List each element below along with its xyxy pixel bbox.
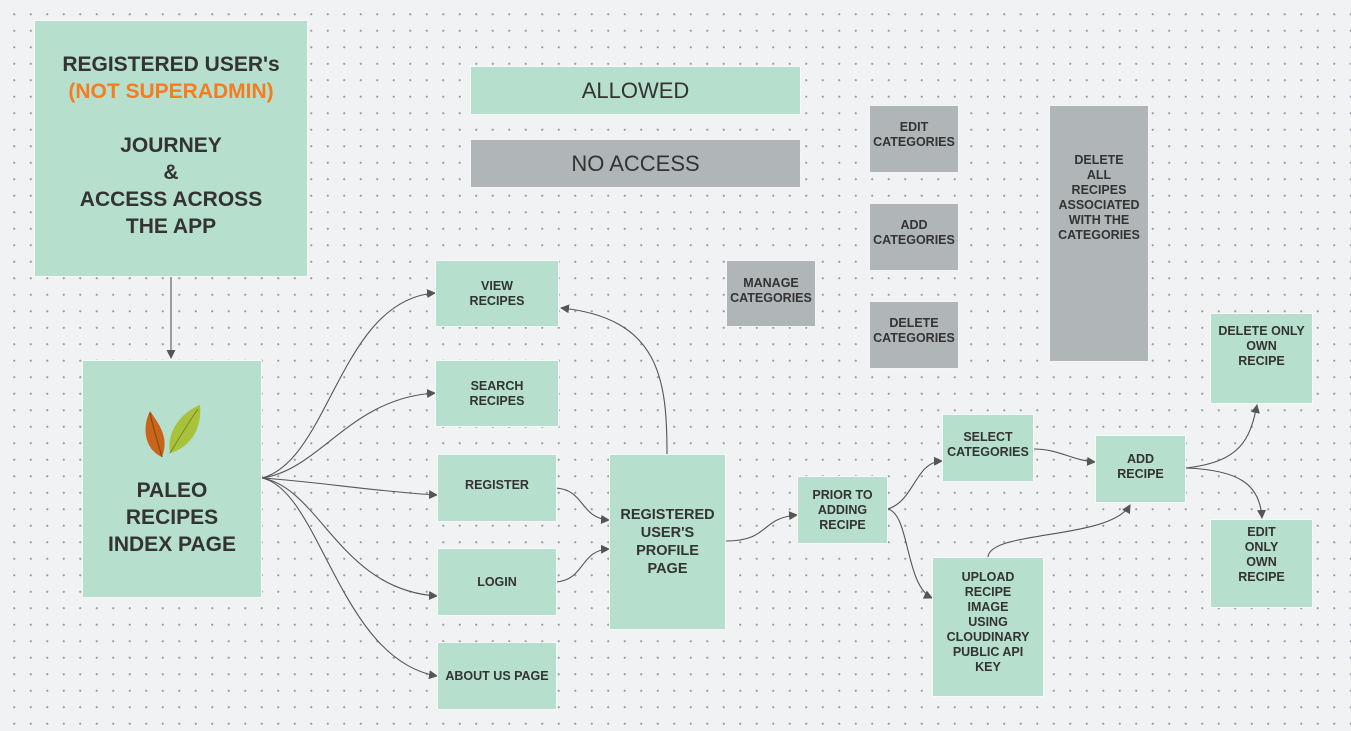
node-manage-categories: MANAGE CATEGORIES <box>726 260 816 327</box>
node-delete-categories: DELETE CATEGORIES <box>869 301 959 369</box>
legend-allowed: ALLOWED <box>470 66 801 115</box>
node-about-us: ABOUT US PAGE <box>437 642 557 710</box>
edge-index-to-search-recipes <box>261 388 436 479</box>
edge-select-to-add <box>1032 448 1096 466</box>
diagram-title-box: REGISTERED USER's (NOT SUPERADMIN) JOURN… <box>34 20 308 277</box>
edge-index-to-about-us <box>261 477 438 680</box>
node-add-recipe: ADD RECIPE <box>1095 435 1186 503</box>
diagram-title-highlight: (NOT SUPERADMIN) <box>68 80 274 103</box>
edge-upload-to-add <box>987 504 1131 558</box>
edge-prior-to-upload <box>887 508 933 599</box>
edge-index-to-register <box>261 477 438 500</box>
legend-no-access: NO ACCESS <box>470 139 801 188</box>
node-edit-categories: EDIT CATEGORIES <box>869 105 959 173</box>
edge-add-to-edit-own <box>1185 467 1267 519</box>
node-index-page: PALEO RECIPES INDEX PAGE <box>82 360 262 598</box>
node-select-categories: SELECT CATEGORIES <box>942 414 1034 482</box>
edge-add-to-delete-own <box>1185 404 1260 469</box>
node-prior-to-adding: PRIOR TO ADDING RECIPE <box>797 476 888 544</box>
edge-index-to-login <box>261 477 438 600</box>
node-login: LOGIN <box>437 548 557 616</box>
node-delete-all-recipes: DELETE ALL RECIPES ASSOCIATED WITH THE C… <box>1049 105 1149 362</box>
edge-login-to-profile <box>555 544 610 583</box>
node-add-categories: ADD CATEGORIES <box>869 203 959 271</box>
edge-register-to-profile <box>555 487 610 524</box>
edge-profile-to-prior <box>725 511 798 542</box>
node-search-recipes: SEARCH RECIPES <box>435 360 559 427</box>
node-profile-page: REGISTERED USER'S PROFILE PAGE <box>609 454 726 630</box>
leaf-logo-icon <box>145 404 201 457</box>
node-upload-image: UPLOAD RECIPE IMAGE USING CLOUDINARY PUB… <box>932 557 1044 697</box>
edge-prior-to-select <box>887 456 943 510</box>
node-edit-own-recipe: EDIT ONLY OWN RECIPE <box>1210 519 1313 608</box>
node-register: REGISTER <box>437 454 557 522</box>
diagram-title: REGISTERED USER's <box>62 53 280 76</box>
node-delete-own-recipe: DELETE ONLY OWN RECIPE <box>1210 313 1313 404</box>
index-page-label: PALEO RECIPES INDEX PAGE <box>108 478 236 556</box>
edge-profile-to-view-recipes <box>560 304 668 455</box>
edge-index-to-view-recipes <box>261 289 436 479</box>
node-view-recipes: VIEW RECIPES <box>435 260 559 327</box>
legend-allowed-label: ALLOWED <box>581 77 690 103</box>
diagram-subtitle: JOURNEY & ACCESS ACROSS THE APP <box>79 134 263 238</box>
legend-no-access-label: NO ACCESS <box>571 150 700 176</box>
